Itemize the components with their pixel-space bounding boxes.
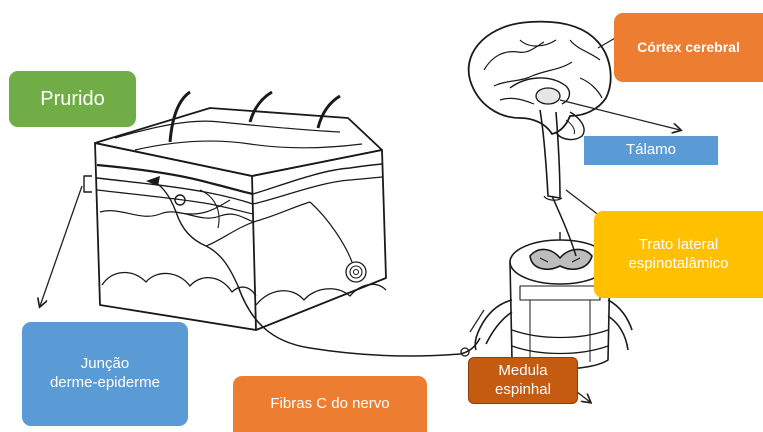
label-cortex-cerebral: Córtex cerebral	[614, 13, 763, 82]
label-medula-espinhal: Medula espinhal	[468, 357, 578, 404]
skin-block-illustration	[84, 92, 386, 330]
label-fibras-c-do-nervo: Fibras C do nervo	[233, 376, 427, 432]
label-trato-lateral-espinotalamico: Trato lateral espinotalâmico	[594, 211, 763, 298]
nerve-fiber-illustration	[238, 286, 480, 356]
spinothalamic-tract-line	[552, 196, 576, 256]
label-talamo: Tálamo	[584, 136, 718, 165]
brain-illustration	[469, 22, 611, 201]
hair	[318, 96, 340, 128]
label-prurido: Prurido	[9, 71, 136, 127]
trato-pointer	[566, 190, 600, 216]
label-juncao-derme-epiderme: Junção derme-epiderme	[22, 322, 188, 426]
hair	[250, 92, 272, 122]
juncao-arrow	[40, 186, 82, 306]
fibras-pointer	[470, 310, 484, 332]
